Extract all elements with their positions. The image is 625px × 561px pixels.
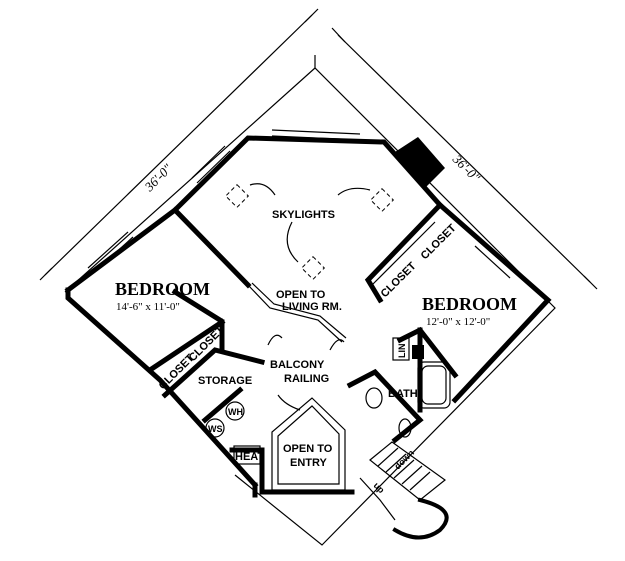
bedroom-right-size: 12'-0" x 12'-0" xyxy=(426,316,490,328)
bath-label: BATH xyxy=(388,388,418,400)
wh-label: WH xyxy=(228,407,243,417)
balcony-railing xyxy=(247,282,347,411)
dimension-lines xyxy=(39,8,598,290)
toilet xyxy=(365,387,383,409)
railing-label: RAILING xyxy=(284,373,329,385)
heat-label: HEAT xyxy=(235,451,264,463)
skylights-label: SKYLIGHTS xyxy=(272,209,335,221)
entry-opening-inner xyxy=(277,405,340,485)
open-entry-label-2: ENTRY xyxy=(290,457,328,469)
sink xyxy=(398,418,412,438)
storage-label: STORAGE xyxy=(198,375,252,387)
water-softener xyxy=(205,418,225,438)
linen-fill xyxy=(412,345,424,359)
skylight-arrows xyxy=(249,183,371,263)
open-living-label-1: OPEN TO xyxy=(276,289,326,301)
skylights xyxy=(224,183,395,281)
chimney xyxy=(395,137,445,188)
bathtub-inner xyxy=(421,365,447,405)
stair-down-label: down xyxy=(392,448,416,472)
dimension-right: 36'-0" xyxy=(449,151,483,185)
linen-closet xyxy=(392,337,410,361)
spiral-stair xyxy=(359,441,449,540)
windows xyxy=(87,129,516,279)
bedroom-left-size: 14'-6" x 11'-0" xyxy=(116,301,180,313)
interior-walls xyxy=(146,201,459,493)
bedroom-left-name: BEDROOM xyxy=(115,279,210,299)
balcony-label: BALCONY xyxy=(270,359,325,371)
closet-right-b: CLOSET xyxy=(419,222,459,262)
roof-overhang xyxy=(64,55,556,546)
entry-opening xyxy=(271,397,346,491)
water-heater xyxy=(225,401,245,421)
lin-label: LIN xyxy=(397,344,407,359)
open-entry-label-1: OPEN TO xyxy=(283,443,333,455)
heat-unit xyxy=(233,445,261,465)
bathtub xyxy=(417,361,451,409)
ws-label: WS xyxy=(208,424,223,434)
open-living-label-2: LIVING RM. xyxy=(282,301,342,313)
bedroom-right-name: BEDROOM xyxy=(422,294,517,314)
